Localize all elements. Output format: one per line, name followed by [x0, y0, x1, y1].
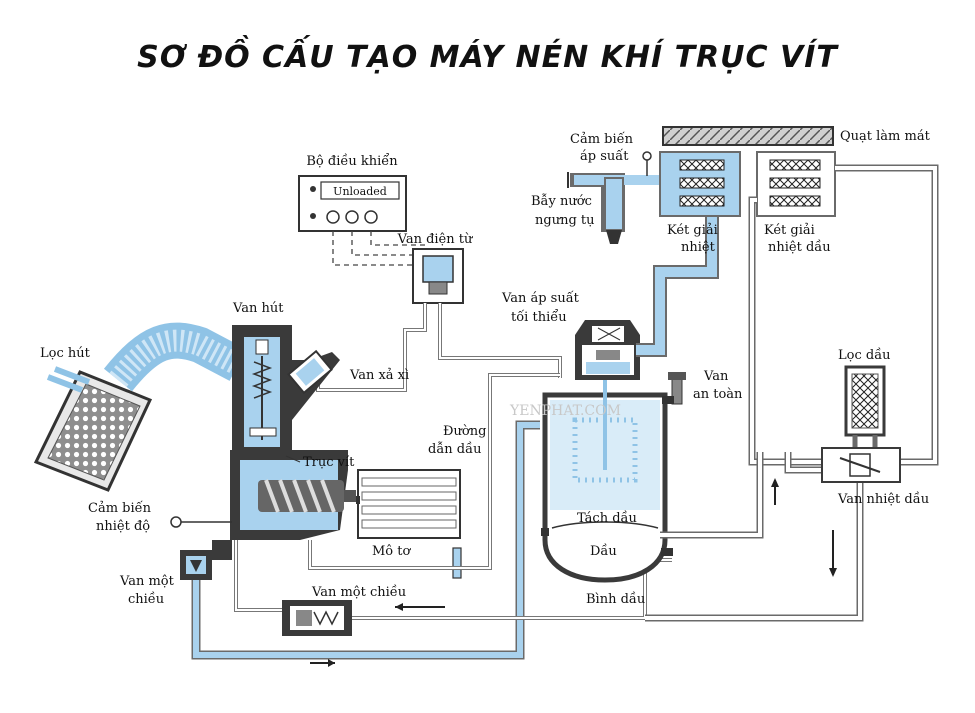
air-end [230, 325, 356, 540]
safety-valve [662, 372, 686, 405]
thermo-valve [821, 447, 901, 483]
oil-line-label-2: dẫn dầu [428, 441, 481, 457]
motor [356, 469, 461, 539]
oil-pool [550, 522, 660, 574]
oil-label: Dầu [590, 543, 617, 559]
air-cooler [659, 151, 741, 217]
flow-arrow-bottom-head [328, 659, 335, 667]
page-title: SƠ ĐỒ CẤU TẠO MÁY NÉN KHÍ TRỤC VÍT [137, 40, 838, 75]
intake-valve-spring [251, 361, 273, 399]
oil-tank-label: Bình dầu [586, 591, 645, 607]
oil-tank [541, 380, 673, 583]
check-valve-left-label-1: Van một [119, 574, 175, 589]
min-pressure-label-1: Van áp suất [501, 290, 580, 306]
oil-cooler-out-pipe-inner [835, 166, 937, 464]
flow-arrow-down-head [829, 568, 837, 577]
temp-sensor-gauge [170, 516, 182, 528]
oil-sight-tube [452, 547, 462, 579]
intake-duct-inner [109, 329, 244, 387]
oil-cooler-label-2: nhiệt dầu [768, 239, 831, 255]
controller-display [320, 181, 400, 200]
indicator-led [310, 213, 316, 219]
controller-label: Bộ điều khiển [306, 153, 398, 169]
oil-tank-out-pipe-inner [660, 452, 822, 537]
oil-cooler [756, 151, 836, 217]
pressure-sensor-label-2: áp suất [580, 148, 629, 164]
oil-line-label-1: Đường [443, 424, 486, 439]
flow-arrow-mid-head [395, 603, 403, 611]
control-wires [332, 231, 425, 266]
intake-air-arrows [46, 366, 91, 393]
temp-sensor-label-2: nhiệt độ [96, 519, 150, 534]
safety-valve-label-2: an toàn [693, 387, 743, 402]
discharge-line-up-inner [517, 422, 540, 575]
oil-return-main [645, 480, 864, 622]
screw-leader [285, 455, 301, 463]
blowdown-valve [287, 349, 333, 395]
intake-valve-head [255, 339, 269, 355]
min-pressure-label-2: tối thiểu [511, 309, 567, 325]
cooling-fan [662, 126, 834, 146]
screw-rotor [258, 479, 356, 513]
motor-label: Mô tơ [372, 544, 411, 559]
intake-filter [33, 370, 153, 492]
temp-sensor-label-1: Cảm biến [88, 500, 152, 516]
air-cooler-label-2: nhiệt [681, 240, 716, 255]
condensate-trap-label-2: ngưng tụ [535, 213, 595, 228]
oil-separator-label: Tách dầu [577, 510, 637, 526]
intake-valve-disc [249, 427, 277, 437]
discharge-line-inner [193, 575, 523, 658]
indicator-led [310, 186, 316, 192]
check-valve-bottom [282, 600, 352, 636]
control-knob [345, 210, 359, 224]
safety-valve-label-1: Van [703, 369, 729, 384]
intake-filter-label: Lọc hút [40, 346, 91, 361]
oil-return-pipe [234, 540, 282, 612]
condensate-drain [606, 230, 622, 244]
air-cooler-label-1: Két giải [667, 223, 718, 238]
screw-label: Trục vít [303, 455, 355, 470]
min-pressure-valve [575, 320, 640, 380]
air-outlet-pipe-inner [636, 210, 717, 355]
oil-filter [844, 365, 886, 453]
check-valve-left-label-2: chiều [128, 591, 164, 607]
control-knob [364, 210, 378, 224]
check-valve-left [180, 550, 212, 580]
thermo-valve-label: Van nhiệt dầu [837, 491, 929, 507]
blowdown-valve-label: Van xả xì [349, 368, 409, 383]
oil-return-main-inner [645, 480, 862, 620]
signal-pipe-inner [439, 303, 561, 378]
condensate-trap-body [604, 177, 624, 231]
solenoid-valve [412, 248, 464, 304]
pressure-sensor-gauge [642, 151, 652, 161]
oil-return-pipe-inner [235, 540, 282, 611]
cooling-fan-label: Quạt làm mát [840, 129, 931, 144]
oil-filter-label: Lọc dầu [838, 347, 891, 363]
discharge-port [212, 540, 232, 560]
oil-feed-line-inner [309, 374, 560, 569]
pressure-sensor-label-1: Cảm biến [570, 131, 634, 147]
flow-arrow-up-head [771, 478, 779, 487]
watermark: YENPHAT.COM [509, 403, 621, 419]
check-valve-bottom-label: Van một chiều [311, 584, 406, 600]
intake-valve-label: Van hút [232, 301, 284, 316]
controller-display-text: Unloaded [333, 185, 387, 198]
controller: Unloaded [298, 175, 425, 266]
control-knob [326, 210, 340, 224]
oil-cooler-label-1: Két giải [764, 223, 815, 238]
condensate-trap-label-1: Bẫy nước [531, 193, 592, 209]
solenoid-valve-label: Van điện từ [397, 232, 473, 247]
